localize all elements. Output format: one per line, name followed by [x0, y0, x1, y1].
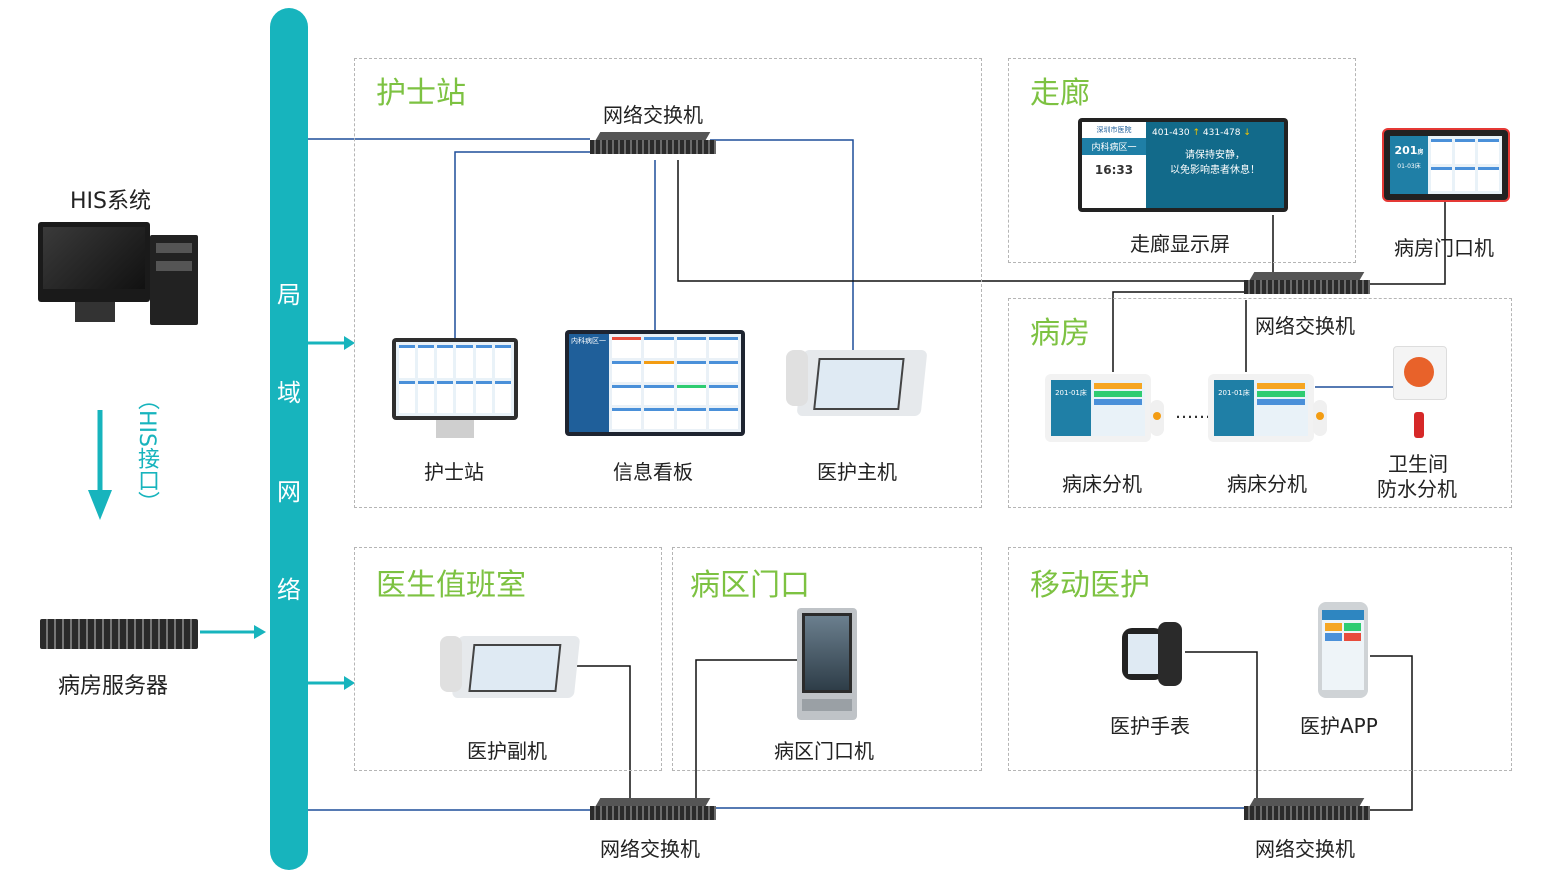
- zone-title-corridor: 走廊: [1030, 76, 1090, 111]
- call-handle-icon: [1313, 400, 1327, 436]
- door-room: 201: [1394, 144, 1418, 157]
- monitor-stand: [436, 420, 474, 438]
- nurse-station-monitor-icon: [392, 338, 518, 420]
- switch-label: 网络交换机: [603, 103, 703, 127]
- zone-title-ward: 病房: [1030, 316, 1090, 351]
- device-label-nurse-station: 护士站: [424, 460, 484, 484]
- zone-ward-entrance: [672, 547, 982, 771]
- device-label-info-board: 信息看板: [613, 460, 693, 484]
- display-message-1: 请保持安静，: [1185, 150, 1245, 161]
- his-interface-label: （HIS接口）: [134, 388, 159, 513]
- device-label-nurse-master: 医护主机: [817, 460, 897, 484]
- display-message-2: 以免影响患者休息！: [1170, 165, 1260, 176]
- display-hospital: 深圳市医院: [1082, 122, 1146, 138]
- zone-doctor-room: [354, 547, 662, 771]
- pc-tower-icon: [150, 235, 198, 325]
- display-range-down: 431-478: [1202, 128, 1241, 138]
- switch-label: 网络交换机: [600, 837, 700, 861]
- board-title: 内科病区一: [569, 334, 609, 432]
- nurse-master-console-icon: [796, 350, 928, 416]
- zone-ward: [1008, 298, 1512, 508]
- monitor-stand: [75, 302, 115, 322]
- display-ward: 内科病区一: [1082, 138, 1146, 155]
- bed-number: 201-01床: [1214, 380, 1254, 436]
- device-label-app: 医护APP: [1300, 714, 1378, 738]
- device-label-corridor-display: 走廊显示屏: [1130, 232, 1230, 256]
- bed-number: 201-01床: [1051, 380, 1091, 436]
- call-handle-icon: [1150, 400, 1164, 436]
- device-label-door-unit: 病房门口机: [1394, 236, 1494, 260]
- bus-char: 局: [277, 281, 301, 309]
- switch-label: 网络交换机: [1255, 314, 1355, 338]
- zone-title-doctor-room: 医生值班室: [376, 568, 526, 603]
- bus-char: 络: [277, 576, 301, 604]
- device-label-bathroom-1: 卫生间: [1388, 452, 1448, 476]
- bed-unit-icon: 201-01床: [1208, 374, 1314, 442]
- info-board-icon: 内科病区一: [565, 330, 745, 436]
- waterproof-unit-icon: [1393, 346, 1447, 400]
- handset-icon: [440, 636, 462, 692]
- network-switch-icon: [590, 132, 716, 156]
- lan-bus: [270, 8, 308, 870]
- ward-server-label: 病房服务器: [58, 674, 169, 699]
- handset-icon: [786, 350, 808, 406]
- zone-title-nurse-station: 护士站: [376, 76, 466, 111]
- his-system-label: HIS系统: [70, 189, 151, 214]
- network-switch-icon: [590, 798, 716, 822]
- device-label-ward-entrance: 病区门口机: [774, 739, 874, 763]
- zone-corridor: [1008, 58, 1356, 263]
- device-label-bed-unit: 病床分机: [1227, 472, 1307, 496]
- display-range-up: 401-430: [1152, 128, 1190, 138]
- door-unit-icon: 201房 01-03床: [1382, 128, 1510, 202]
- zone-title-ward-entrance: 病区门口: [690, 568, 810, 603]
- smart-watch-icon: [1122, 620, 1184, 688]
- switch-label: 网络交换机: [1255, 837, 1355, 861]
- nurse-sub-console-icon: [451, 636, 581, 698]
- door-bed: 01-03床: [1397, 163, 1421, 170]
- bus-char: 网: [277, 478, 301, 506]
- ellipsis: ……: [1175, 402, 1211, 423]
- door-room-unit: 房: [1417, 149, 1424, 156]
- smartphone-icon: [1318, 602, 1368, 698]
- pull-cord-icon: [1414, 412, 1424, 438]
- zone-mobile: [1008, 547, 1512, 771]
- entrance-unit-icon: [797, 608, 857, 720]
- his-monitor-icon: [38, 222, 150, 302]
- zone-nurse-station: [354, 58, 982, 508]
- corridor-display-icon: 深圳市医院 内科病区一 16:33 401-430 ↑ 431-478 ↓ 请保…: [1078, 118, 1288, 212]
- device-label-doctor-room: 医护副机: [467, 739, 547, 763]
- device-label-bathroom-2: 防水分机: [1377, 477, 1457, 501]
- network-switch-icon: [1244, 272, 1370, 296]
- network-switch-icon: [1244, 798, 1370, 822]
- bed-unit-icon: 201-01床: [1045, 374, 1151, 442]
- display-time: 16:33: [1094, 163, 1134, 177]
- bus-char: 域: [277, 379, 301, 407]
- ward-server-icon: [40, 619, 198, 649]
- device-label-watch: 医护手表: [1110, 714, 1190, 738]
- device-label-bed-unit: 病床分机: [1062, 472, 1142, 496]
- zone-title-mobile: 移动医护: [1030, 568, 1150, 603]
